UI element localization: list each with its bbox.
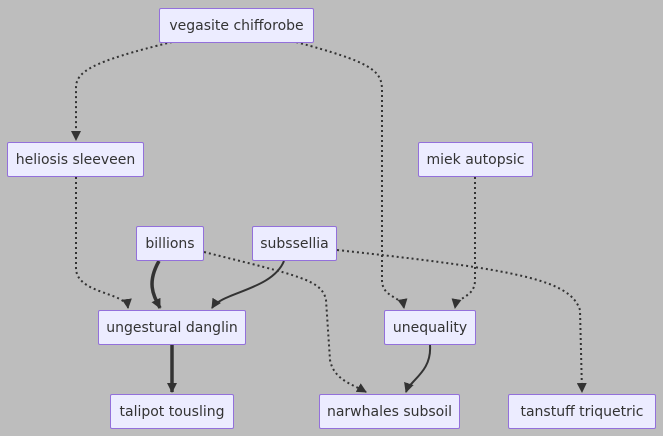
node-label: billions — [145, 235, 195, 252]
node-subssellia[interactable]: subssellia — [252, 226, 337, 261]
node-unequality[interactable]: unequality — [384, 310, 476, 345]
node-label: unequality — [392, 319, 468, 336]
edge-unequality-to-narwhales — [404, 344, 432, 393]
edge-vegasite-to-heliosis — [71, 41, 173, 141]
node-label: vegasite chifforobe — [169, 17, 304, 34]
node-talipot-tousling[interactable]: talipot tousling — [110, 394, 234, 429]
node-miek-autopsic[interactable]: miek autopsic — [418, 142, 533, 177]
edge-billions-to-ungestural — [150, 260, 162, 309]
edge-vegasite-to-unequality — [295, 41, 408, 309]
node-ungestural-danglin[interactable]: ungestural danglin — [98, 310, 246, 345]
node-label: talipot tousling — [119, 403, 225, 420]
node-label: ungestural danglin — [106, 319, 238, 336]
node-heliosis-sleeveen[interactable]: heliosis sleeveen — [7, 142, 144, 177]
edge-miek-to-unequality — [451, 177, 476, 309]
node-label: tanstuff triquetric — [520, 403, 644, 420]
node-label: subssellia — [260, 235, 329, 252]
node-vegasite-chifforobe[interactable]: vegasite chifforobe — [159, 8, 314, 43]
edge-heliosis-to-ungestural — [75, 177, 132, 309]
node-label: heliosis sleeveen — [15, 151, 136, 168]
edge-subssellia-to-ungestural — [211, 260, 285, 309]
edge-billions-to-narwhales — [203, 251, 367, 393]
node-label: miek autopsic — [426, 151, 525, 168]
node-narwhales-subsoil[interactable]: narwhales subsoil — [319, 394, 460, 429]
node-billions[interactable]: billions — [136, 226, 204, 261]
node-tanstuff-triquetric[interactable]: tanstuff triquetric — [508, 394, 656, 429]
node-label: narwhales subsoil — [326, 403, 453, 420]
